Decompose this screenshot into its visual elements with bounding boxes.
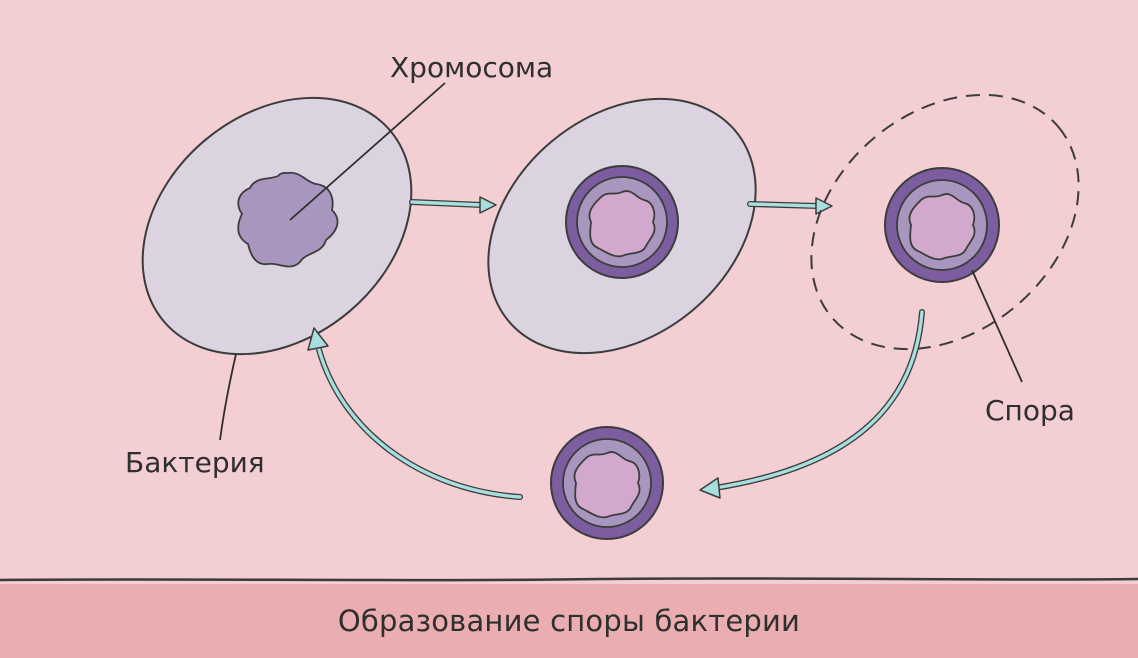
bacterium-leader-line bbox=[219, 353, 237, 441]
bacterium-stage-2 bbox=[487, 97, 757, 355]
arrow-3 bbox=[699, 309, 925, 499]
dissolving-cell-outline bbox=[810, 93, 1080, 351]
chromosome-leader-line bbox=[289, 82, 446, 221]
bacterium-label: Бактерия bbox=[125, 446, 265, 479]
caption-bar: Образование споры бактерии bbox=[0, 584, 1138, 658]
arrow-2 bbox=[747, 197, 833, 215]
spore-label: Спора bbox=[985, 394, 1075, 427]
spore-core bbox=[908, 193, 976, 261]
chromosome-label: Хромосома bbox=[390, 51, 553, 84]
chromosome bbox=[237, 171, 339, 268]
spore-leader-line bbox=[971, 269, 1023, 383]
spore-core bbox=[588, 190, 656, 258]
arrow-1 bbox=[409, 196, 497, 214]
arrow-4 bbox=[307, 327, 523, 500]
diagram-caption: Образование споры бактерии bbox=[337, 604, 801, 638]
spore-core bbox=[573, 451, 641, 519]
bacterium-stage-1 bbox=[141, 96, 413, 356]
bacterium-stage-3 bbox=[810, 93, 1080, 351]
caption-separator-line bbox=[0, 577, 1138, 582]
released-spore bbox=[550, 426, 664, 540]
